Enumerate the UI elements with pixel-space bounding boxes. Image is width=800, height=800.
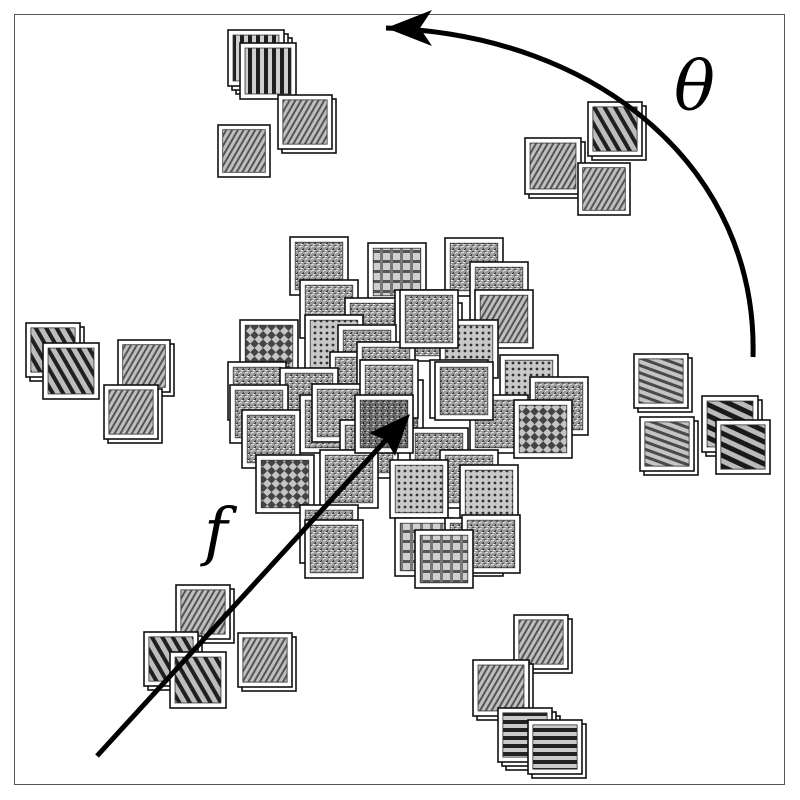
- tile-left: [103, 384, 159, 440]
- tile-right: [633, 353, 689, 409]
- tile-center: [367, 242, 427, 302]
- f-label: f: [204, 495, 228, 569]
- theta-label: θ: [674, 48, 715, 127]
- tile-center: [304, 519, 364, 579]
- theta-arc-arrow: [385, 25, 756, 358]
- tile-top-diagonal: [217, 124, 271, 178]
- tile-center: [513, 399, 573, 459]
- tile-center: [255, 454, 315, 514]
- tile-right: [715, 419, 771, 475]
- tile-bottomright: [513, 614, 569, 670]
- tile-topright: [587, 101, 643, 157]
- tile-bottomright: [472, 659, 530, 717]
- tile-top-vertical: [239, 42, 297, 100]
- tile-left: [42, 342, 100, 400]
- tile-center: [389, 459, 449, 519]
- tile-topright: [524, 137, 582, 195]
- f-arrow: [95, 438, 388, 758]
- tile-topright: [577, 162, 631, 216]
- tile-center: [414, 529, 474, 589]
- f-arrowhead: [369, 414, 410, 456]
- tile-center: [434, 361, 494, 421]
- tile-bottomright: [527, 719, 583, 775]
- texture-tiles: [25, 29, 771, 779]
- tile-center: [474, 289, 534, 349]
- tile-bottomleft: [175, 584, 231, 640]
- tile-bottomleft: [169, 651, 227, 709]
- theta-arrowhead: [386, 10, 432, 46]
- tile-right: [639, 416, 695, 472]
- tile-top-diagonal: [277, 94, 333, 150]
- tile-bottomleft: [237, 632, 293, 688]
- tile-center: [399, 289, 459, 349]
